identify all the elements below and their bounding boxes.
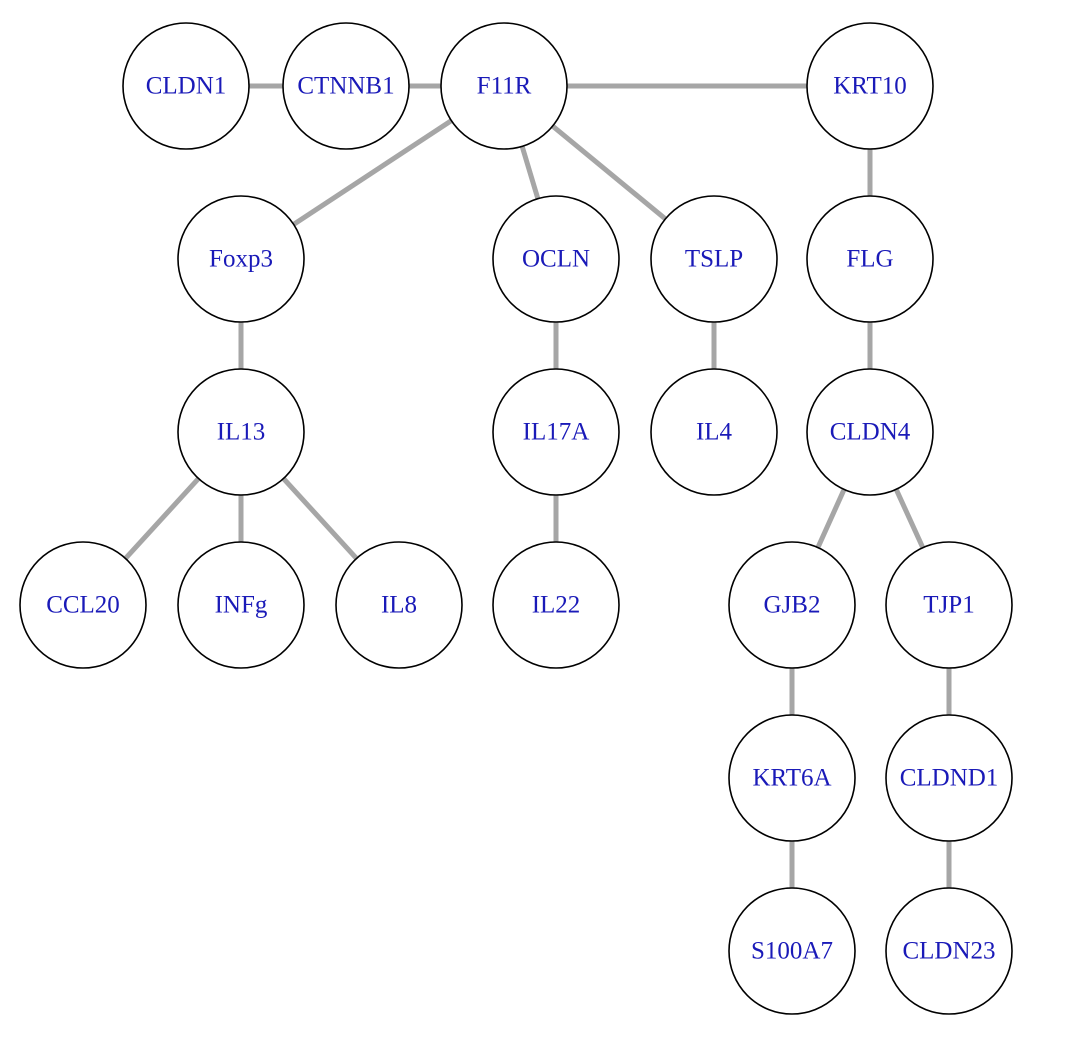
node-cldn4: CLDN4 xyxy=(806,368,934,496)
node-il17a: IL17A xyxy=(492,368,620,496)
node-label: OCLN xyxy=(522,246,590,273)
node-krt6a: KRT6A xyxy=(728,714,856,842)
node-label: CLDN23 xyxy=(902,938,995,965)
node-label: CCL20 xyxy=(46,592,120,619)
node-label: CLDN1 xyxy=(146,73,227,100)
node-il8: IL8 xyxy=(335,541,463,669)
node-circle xyxy=(806,22,934,150)
node-ccl20: CCL20 xyxy=(19,541,147,669)
node-circle xyxy=(177,368,305,496)
node-label: S100A7 xyxy=(751,938,833,965)
node-label: CLDND1 xyxy=(900,765,999,792)
node-circle xyxy=(122,22,250,150)
node-circle xyxy=(177,541,305,669)
node-circle xyxy=(282,22,410,150)
node-circle xyxy=(440,22,568,150)
node-s100a7: S100A7 xyxy=(728,887,856,1015)
node-label: GJB2 xyxy=(764,592,821,619)
node-label: FLG xyxy=(846,246,893,273)
node-tjp1: TJP1 xyxy=(885,541,1013,669)
node-flg: FLG xyxy=(806,195,934,323)
node-cldn1: CLDN1 xyxy=(122,22,250,150)
node-circle xyxy=(492,195,620,323)
node-circle xyxy=(885,887,1013,1015)
node-il13: IL13 xyxy=(177,368,305,496)
node-label: CLDN4 xyxy=(830,419,911,446)
node-cldn23: CLDN23 xyxy=(885,887,1013,1015)
node-circle xyxy=(335,541,463,669)
node-label: IL17A xyxy=(523,419,590,446)
node-f11r: F11R xyxy=(440,22,568,150)
node-label: KRT6A xyxy=(752,765,831,792)
node-label: Foxp3 xyxy=(209,246,273,273)
node-il4: IL4 xyxy=(650,368,778,496)
node-circle xyxy=(806,195,934,323)
node-label: CTNNB1 xyxy=(297,73,394,100)
node-circle xyxy=(492,541,620,669)
node-label: IL13 xyxy=(217,419,266,446)
node-circle xyxy=(492,368,620,496)
node-ctnnb1: CTNNB1 xyxy=(282,22,410,150)
node-krt10: KRT10 xyxy=(806,22,934,150)
node-circle xyxy=(728,541,856,669)
node-circle xyxy=(728,714,856,842)
node-circle xyxy=(177,195,305,323)
node-circle xyxy=(19,541,147,669)
node-gjb2: GJB2 xyxy=(728,541,856,669)
node-label: KRT10 xyxy=(833,73,907,100)
node-circle xyxy=(650,368,778,496)
node-tslp: TSLP xyxy=(650,195,778,323)
node-label: TSLP xyxy=(685,246,743,273)
node-foxp3: Foxp3 xyxy=(177,195,305,323)
node-il22: IL22 xyxy=(492,541,620,669)
node-circle xyxy=(806,368,934,496)
node-label: TJP1 xyxy=(923,592,974,619)
node-label: INFg xyxy=(215,592,268,619)
node-ocln: OCLN xyxy=(492,195,620,323)
node-cldnd1: CLDND1 xyxy=(885,714,1013,842)
node-label: IL4 xyxy=(696,419,733,446)
node-label: IL8 xyxy=(381,592,417,619)
node-circle xyxy=(728,887,856,1015)
node-circle xyxy=(885,714,1013,842)
node-circle xyxy=(650,195,778,323)
node-label: IL22 xyxy=(532,592,581,619)
node-label: F11R xyxy=(477,73,532,100)
node-infg: INFg xyxy=(177,541,305,669)
node-circle xyxy=(885,541,1013,669)
